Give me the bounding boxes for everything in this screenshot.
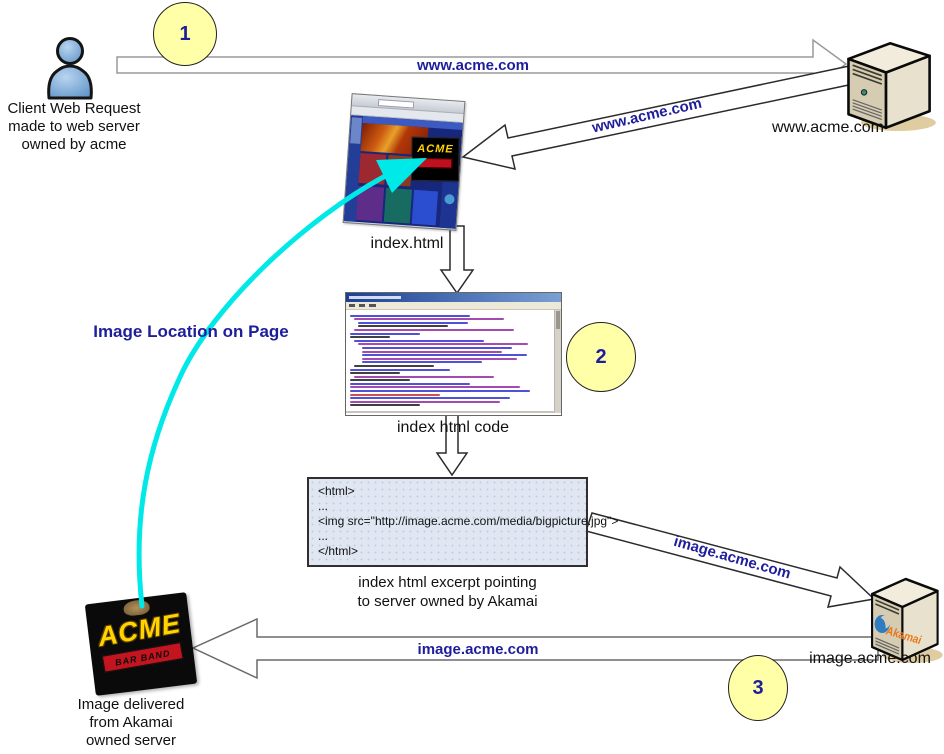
akamai-server-label: image.acme.com	[809, 650, 931, 667]
excerpt-caption: index html excerpt pointing to server ow…	[357, 574, 538, 610]
request-arrow	[116, 38, 848, 90]
step-2-badge: 2	[566, 322, 636, 392]
step-1-badge: 1	[153, 2, 217, 66]
code-window-titlebar	[346, 293, 561, 302]
code-to-excerpt-arrow	[435, 406, 469, 477]
www-server-label: www.acme.com	[771, 119, 885, 136]
client-person-icon	[47, 37, 93, 100]
browser-window-thumbnail: ACME	[342, 93, 466, 231]
webpage-content: ACME	[343, 115, 463, 229]
www-server-icon	[847, 42, 936, 131]
browser-caption: index.html	[370, 235, 444, 252]
delivered-acme-image: ACME BAR BAND	[84, 592, 198, 696]
request-arrow-label: www.acme.com	[416, 57, 529, 74]
address-bar	[377, 99, 415, 109]
code-window-thumbnail	[345, 292, 562, 416]
delivered-caption: Image delivered from Akamai owned server	[77, 696, 185, 749]
code-caption: index html code	[396, 419, 510, 436]
html-excerpt-box: <html> ... <img src="http://image.acme.c…	[307, 477, 618, 567]
code-lines	[346, 310, 561, 407]
response-arrow	[461, 64, 859, 171]
delivery-arrow-label: image.acme.com	[418, 641, 539, 658]
code-window-menubar	[346, 302, 561, 310]
scrollbar	[554, 310, 561, 413]
response-arrow-label: www.acme.com	[590, 95, 704, 137]
image-location-label: Image Location on Page	[93, 322, 289, 341]
step-3-badge: 3	[728, 655, 788, 721]
excerpt-arrow-label: image.acme.com	[672, 533, 793, 583]
acme-logo-on-page: ACME	[410, 136, 460, 182]
client-caption: Client Web Request made to web server ow…	[7, 100, 141, 153]
excerpt-to-akamai-arrow	[585, 512, 876, 608]
